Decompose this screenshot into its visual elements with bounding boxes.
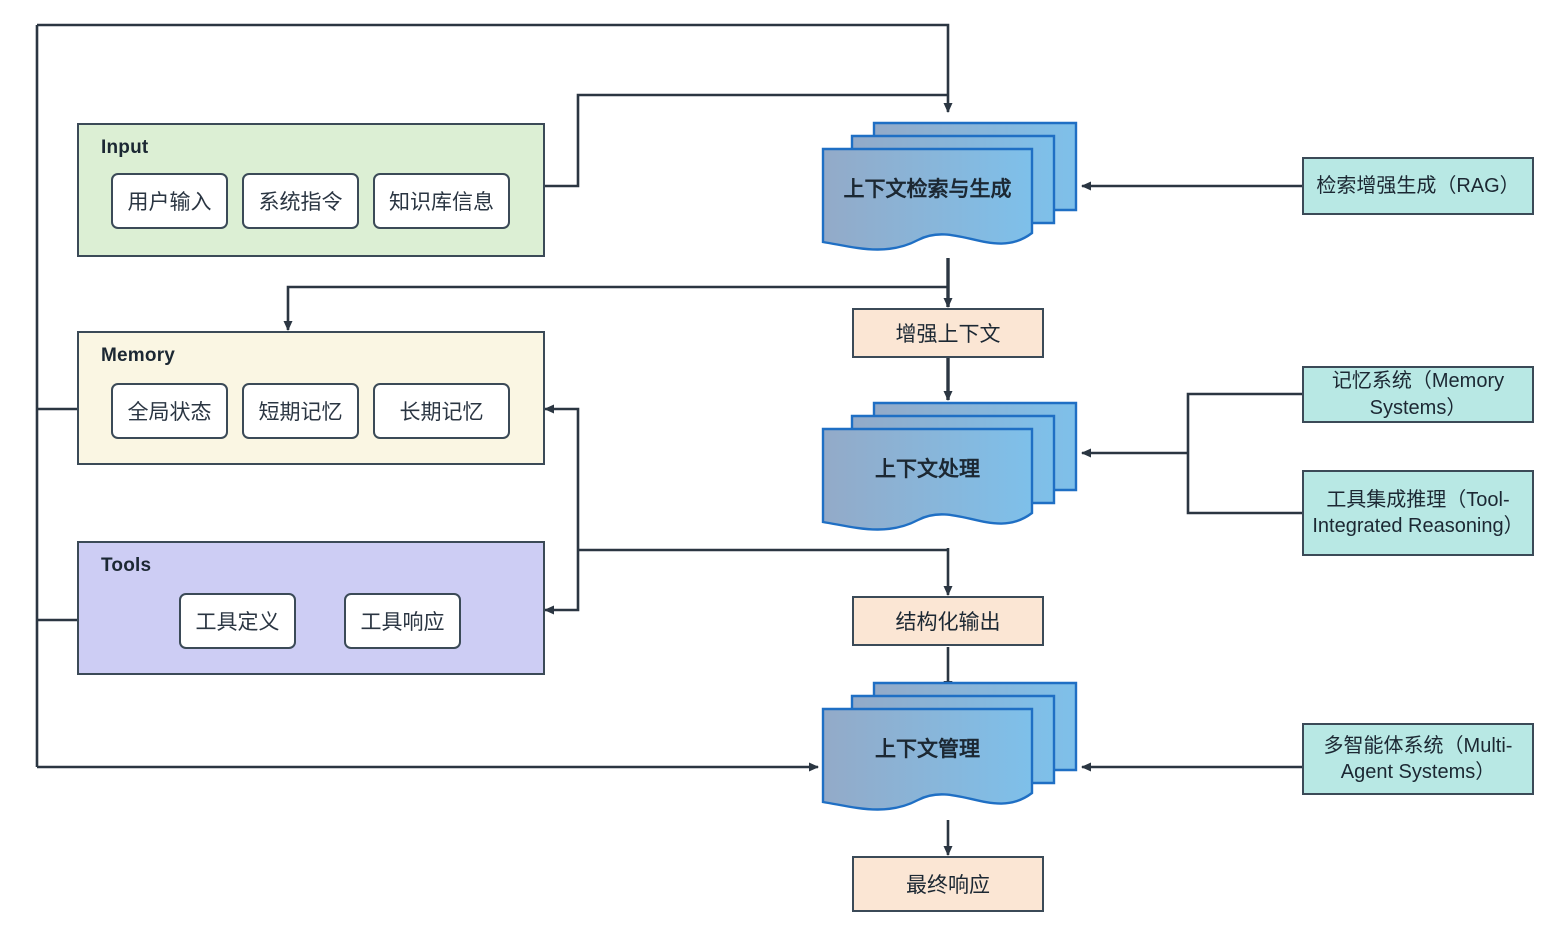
chip-label: 知识库信息: [389, 191, 494, 214]
group-memory-title: Memory: [101, 345, 176, 366]
node-structured-output[interactable]: 结构化输出: [852, 596, 1044, 646]
wire-techniques-join: [1186, 392, 1302, 515]
node-retrieval-label: 上下文检索与生成: [843, 178, 1012, 201]
node-memory-systems[interactable]: 记忆系统（Memory Systems）: [1302, 366, 1534, 423]
node-multi-agent-systems[interactable]: 多智能体系统（Multi-Agent Systems）: [1302, 723, 1534, 795]
group-tools-title: Tools: [101, 555, 152, 576]
chip-global-state[interactable]: 全局状态: [111, 383, 228, 439]
chip-tool-response[interactable]: 工具响应: [344, 593, 461, 649]
chip-knowledge-base[interactable]: 知识库信息: [373, 173, 510, 229]
node-final-response[interactable]: 最终响应: [852, 856, 1044, 912]
wire-processing-to-tools: [544, 550, 580, 615]
node-management[interactable]: 上下文管理: [818, 676, 1082, 822]
node-memory-systems-label: 记忆系统（Memory Systems）: [1331, 370, 1505, 419]
chip-label: 工具定义: [195, 611, 280, 634]
group-memory: Memory 全局状态 短期记忆 长期记忆: [77, 331, 545, 465]
chip-long-term-memory[interactable]: 长期记忆: [373, 383, 510, 439]
chip-label: 全局状态: [127, 401, 212, 424]
wire-loop-top: [37, 23, 953, 113]
node-structured-output-label: 结构化输出: [895, 611, 1001, 634]
node-rag[interactable]: 检索增强生成（RAG）: [1302, 157, 1534, 215]
wire-processing-to-memory: [544, 404, 580, 550]
chip-label: 系统指令: [258, 191, 343, 214]
chip-label: 长期记忆: [399, 401, 484, 424]
group-input: Input 用户输入 系统指令 知识库信息: [77, 123, 545, 257]
node-augmented-context[interactable]: 增强上下文: [852, 308, 1044, 358]
node-multi-agent-systems-label: 多智能体系统（Multi-Agent Systems）: [1323, 734, 1513, 783]
group-tools: Tools 工具定义 工具响应: [77, 541, 545, 675]
node-retrieval[interactable]: 上下文检索与生成: [818, 116, 1082, 262]
chip-short-term-memory[interactable]: 短期记忆: [242, 383, 359, 439]
chip-system-instruction[interactable]: 系统指令: [242, 173, 359, 229]
wire-retrieval-to-memory: [283, 258, 950, 331]
node-processing-label: 上下文处理: [875, 458, 980, 481]
node-processing[interactable]: 上下文处理: [818, 396, 1082, 542]
chip-tool-definition[interactable]: 工具定义: [179, 593, 296, 649]
node-final-response-label: 最终响应: [906, 874, 990, 897]
node-augmented-context-label: 增强上下文: [895, 323, 1001, 346]
group-input-title: Input: [101, 137, 149, 158]
wire-input-to-retrieval: [545, 93, 948, 188]
node-tool-integrated-reasoning[interactable]: 工具集成推理（Tool-Integrated Reasoning）: [1302, 470, 1534, 556]
node-tool-integrated-reasoning-label: 工具集成推理（Tool-Integrated Reasoning）: [1312, 488, 1524, 537]
node-management-label: 上下文管理: [875, 738, 980, 761]
chip-label: 工具响应: [360, 611, 445, 634]
chip-label: 用户输入: [127, 191, 212, 214]
chip-user-input[interactable]: 用户输入: [111, 173, 228, 229]
chip-label: 短期记忆: [258, 401, 343, 424]
node-rag-label: 检索增强生成（RAG）: [1316, 174, 1520, 197]
